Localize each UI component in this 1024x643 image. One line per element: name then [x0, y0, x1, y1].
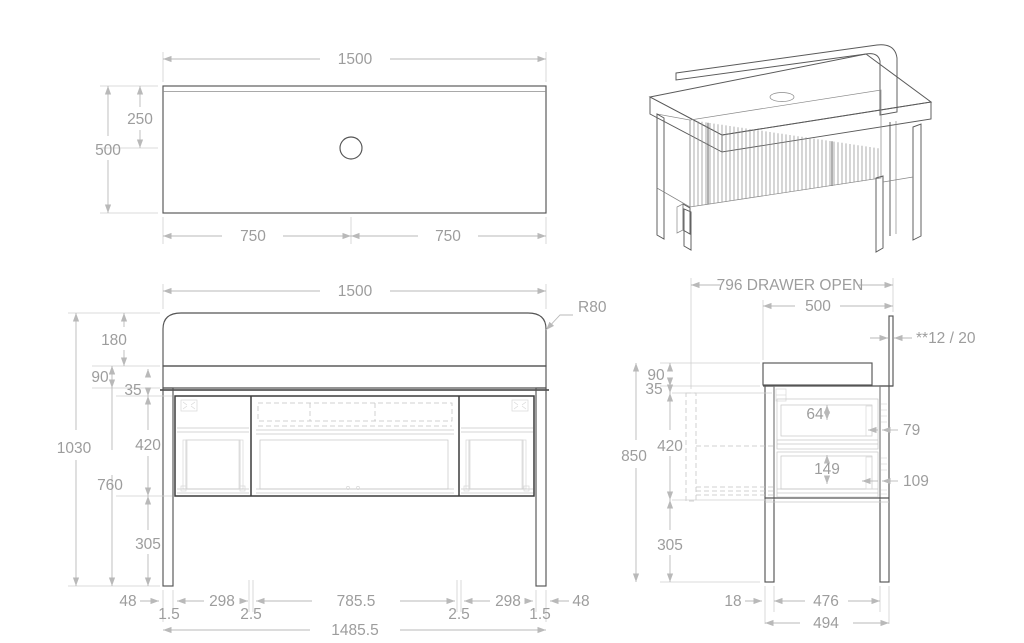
front-elevation: 1500 R80 180 90 35 420 305 76: [57, 283, 607, 639]
dim-298-right: 298: [495, 593, 521, 610]
iso-leg-front-left: [683, 208, 692, 251]
dim-1point5-right: 1.5: [529, 606, 551, 623]
dim-1030: 1030: [57, 440, 92, 457]
dim-305-front: 305: [135, 536, 161, 553]
top-view: 1500 250 500 750 750: [95, 51, 547, 245]
iso-cable-grommet-hole: [769, 92, 795, 102]
cable-grommet-hole: [339, 136, 363, 160]
dim-180: 180: [101, 332, 127, 349]
dim-500-side: 500: [805, 298, 831, 315]
iso-leg-front-right: [875, 175, 884, 253]
dim-90-side: 90: [647, 367, 665, 384]
front-leg-right: [535, 387, 547, 587]
dim-1point5-left: 1.5: [158, 606, 180, 623]
dim-760: 760: [97, 477, 123, 494]
iso-rear-rail: [882, 176, 914, 183]
iso-leg-rear-left: [656, 113, 665, 240]
front-leg-left: [162, 387, 174, 587]
dim-250: 250: [127, 111, 153, 128]
r80-leader: [545, 314, 573, 331]
dim-2point5-left: 2.5: [240, 606, 262, 623]
isometric-view: [648, 44, 933, 253]
side-drawer-runners: [881, 403, 887, 495]
dim-48-right: 48: [572, 593, 589, 610]
dim-90-front: 90: [91, 369, 109, 386]
front-carcass: [174, 395, 535, 497]
side-top-slab: [762, 362, 873, 386]
dim-750-right: 750: [435, 228, 461, 245]
dim-109: 109: [903, 473, 929, 490]
dim-r80: R80: [578, 299, 607, 316]
top-view-outline: [162, 85, 547, 214]
dim-12-20: **12 / 20: [916, 330, 976, 347]
dim-35-side: 35: [645, 381, 662, 398]
dim-476: 476: [813, 593, 839, 610]
dim-500-top: 500: [95, 142, 121, 159]
dim-48-left: 48: [119, 593, 136, 610]
front-backrest: [162, 312, 547, 367]
front-right-compartment-internals: [461, 399, 533, 494]
side-backsplash: [888, 315, 894, 387]
dim-785point5: 785.5: [337, 593, 376, 610]
dim-79: 79: [903, 422, 920, 439]
iso-backsplash: [675, 44, 898, 116]
dim-750-left: 750: [240, 228, 266, 245]
dim-796-drawer-open: 796 DRAWER OPEN: [717, 277, 864, 294]
front-center-compartment-internals: [256, 402, 454, 494]
dim-1500-front: 1500: [338, 283, 373, 300]
dim-1485point5: 1485.5: [331, 622, 378, 639]
dim-305-side: 305: [657, 537, 683, 554]
iso-left-rail: [656, 187, 691, 208]
dim-298-left: 298: [209, 593, 235, 610]
dim-494: 494: [813, 615, 839, 632]
iso-leg-rear-right: [912, 123, 922, 241]
iso-fluted-ribs: [693, 120, 879, 207]
iso-leg-front-left-side: [676, 203, 684, 234]
dim-1500-top: 1500: [338, 51, 373, 68]
dim-64: 64: [806, 406, 824, 423]
dim-18: 18: [724, 593, 741, 610]
dim-420-front: 420: [135, 437, 161, 454]
iso-drawer-front-block: [689, 89, 882, 208]
dim-420-side: 420: [657, 438, 683, 455]
dim-35-front: 35: [124, 382, 141, 399]
side-corner-bracket: [775, 388, 787, 402]
dim-2point5-right: 2.5: [448, 606, 470, 623]
side-elevation: 796 DRAWER OPEN 500 **12 / 20 90 35 420 …: [621, 277, 976, 632]
dim-850: 850: [621, 448, 647, 465]
front-left-compartment-internals: [177, 399, 249, 494]
dim-149: 149: [814, 461, 840, 478]
